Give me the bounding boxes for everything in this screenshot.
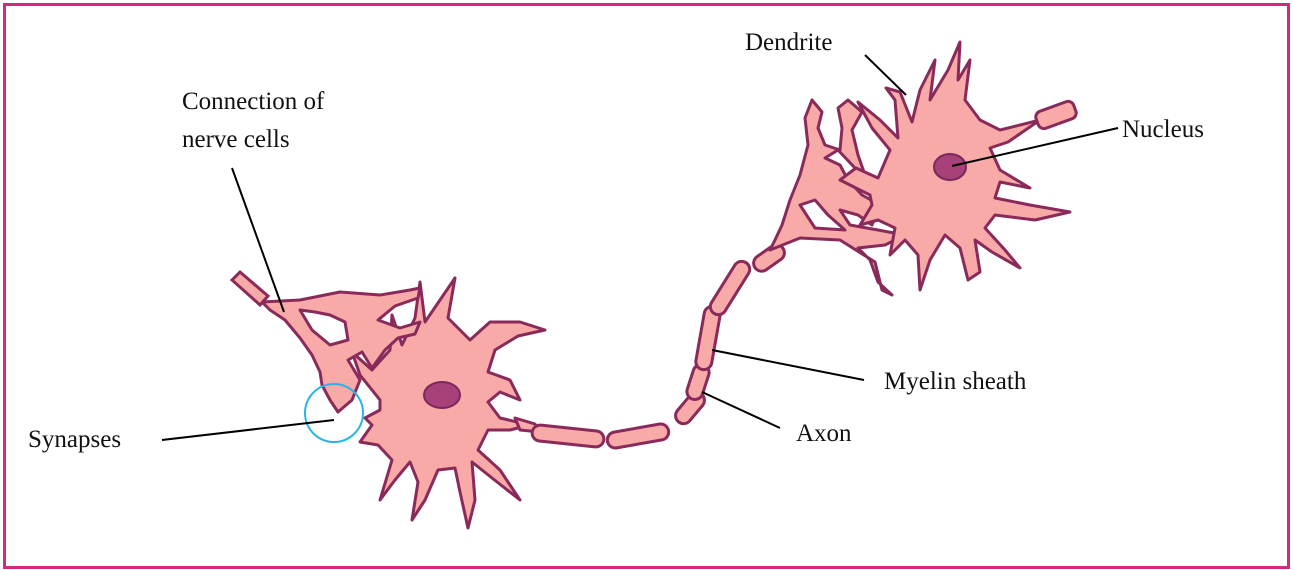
label-connection-line2: nerve cells	[182, 126, 290, 153]
axon-pointer	[702, 392, 780, 428]
synapses-pointer	[162, 420, 334, 440]
left-nucleus	[424, 382, 460, 408]
label-synapses: Synapses	[28, 426, 121, 453]
left-neuron	[232, 272, 545, 528]
axon	[515, 242, 788, 450]
right-nucleus	[934, 154, 966, 180]
label-nucleus: Nucleus	[1122, 116, 1204, 143]
myelin-segment-6	[707, 258, 752, 317]
left-axon-terminal-stub	[232, 272, 268, 305]
label-myelin-sheath: Myelin sheath	[884, 368, 1027, 395]
right-axon-stub	[1034, 100, 1078, 131]
myelin-sheath-pointer	[712, 350, 864, 380]
myelin-segment-1	[531, 424, 604, 447]
label-axon: Axon	[796, 420, 852, 447]
right-neuron	[770, 42, 1078, 295]
label-dendrite: Dendrite	[745, 29, 832, 56]
myelin-segment-2	[606, 423, 670, 450]
label-connection-line1: Connection of	[182, 88, 325, 115]
